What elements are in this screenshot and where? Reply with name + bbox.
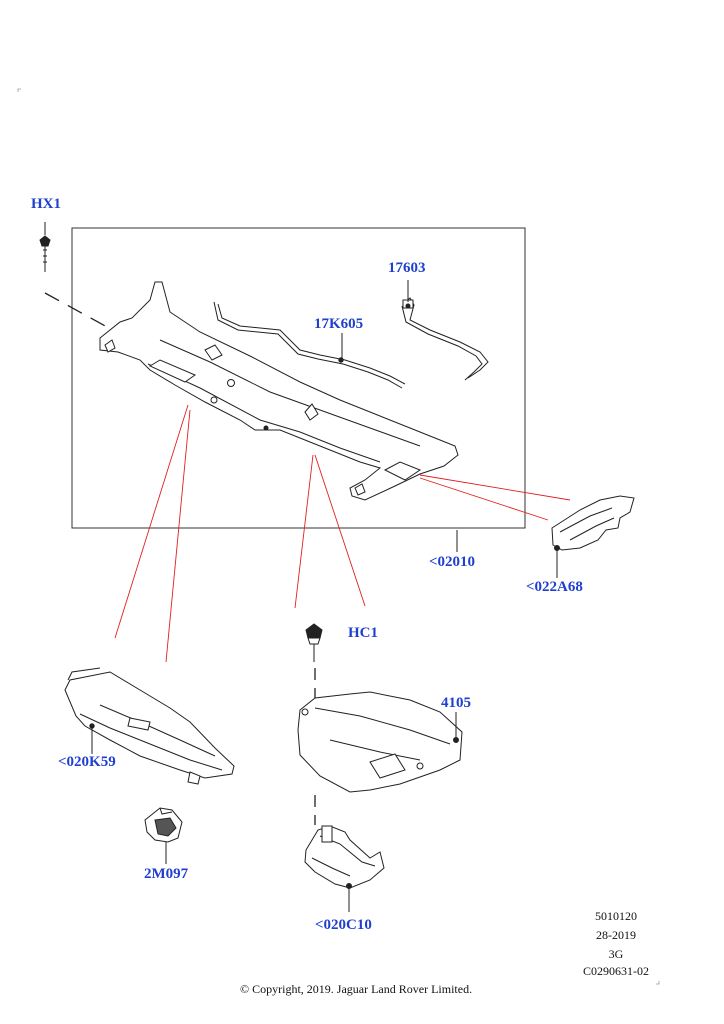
leader-022a68-b [419,477,549,521]
callout-hx1[interactable]: HX1 [31,196,61,212]
leader-022a68-a [419,474,571,501]
cover-panel-4105 [297,691,463,793]
leader-020k59-b [165,409,191,663]
corner-mark-bottom [656,981,660,985]
washer-jet-17603 [401,297,489,381]
bracket-022a68 [551,495,635,551]
leader-hc1-b [314,454,366,607]
reference-line-2: 28-2019 [596,928,636,942]
corner-mark-top [17,88,21,92]
bracket-020c10 [304,825,385,889]
callout-020k59[interactable]: <020K59 [58,754,116,770]
reference-line-3: 3G [608,947,624,961]
leader-lines [114,404,571,663]
callout-17603[interactable]: 17603 [388,260,426,276]
callout-ticks [91,280,558,912]
leader-hc1-a [294,454,314,609]
callout-022a68[interactable]: <022A68 [526,579,583,595]
reference-line-4: C0290631-02 [583,964,649,978]
copyright-notice: © Copyright, 2019. Jaguar Land Rover Lim… [240,982,473,996]
assembly-frame [71,227,526,529]
cowl-panel-assembly [99,281,459,501]
callout-020c10[interactable]: <020C10 [315,917,372,933]
reference-line-1: 5010120 [595,909,637,923]
callout-02010[interactable]: <02010 [429,554,476,570]
callout-4105[interactable]: 4105 [441,695,471,711]
callout-17k605[interactable]: 17K605 [314,316,364,332]
callout-hc1[interactable]: HC1 [348,625,378,641]
hx1-fastener [39,222,51,272]
leader-020k59-a [114,404,189,639]
callout-2m097[interactable]: 2M097 [144,866,189,882]
component-2m097 [144,807,183,843]
washer-hose-17k605 [213,301,406,389]
hc1-fastener [305,623,323,662]
seal-020k59 [64,667,235,785]
